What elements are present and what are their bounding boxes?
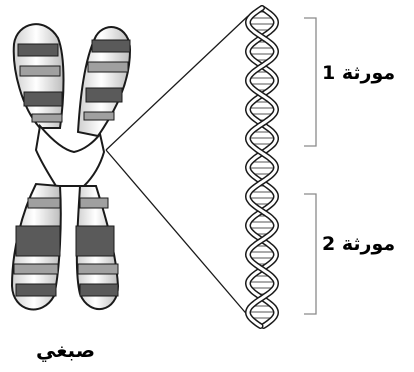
- band: [87, 61, 129, 73]
- band: [75, 225, 115, 257]
- band: [13, 263, 59, 275]
- band: [83, 111, 115, 121]
- band: [85, 87, 123, 103]
- dna-strand-2-highlight: [246, 6, 278, 328]
- zoom-line-bottom: [105, 149, 251, 319]
- chromosome-label: صبغي: [36, 338, 96, 362]
- band: [23, 91, 63, 107]
- gene-brackets: [304, 17, 317, 315]
- band: [77, 263, 119, 275]
- band: [15, 225, 61, 257]
- band: [17, 43, 59, 57]
- dna-double-helix: [244, 5, 280, 329]
- band: [79, 197, 109, 209]
- chromosome-centromere: [34, 123, 106, 187]
- chromosome-arm-upper-right: [76, 26, 132, 138]
- gene-2-label: مورثة 2: [322, 233, 396, 255]
- band: [15, 283, 57, 297]
- band: [91, 39, 131, 53]
- dna-strand-1-highlight: [246, 6, 278, 328]
- band: [79, 283, 119, 297]
- gene-2-bracket: [304, 193, 317, 315]
- gene-1-label: مورثة 1: [322, 62, 396, 84]
- zoom-line-top: [105, 15, 249, 151]
- zoom-lines: [105, 15, 251, 319]
- band: [31, 113, 63, 123]
- band: [19, 65, 61, 77]
- chromosome-bands: [13, 39, 131, 297]
- band: [27, 197, 61, 209]
- gene-1-bracket: [304, 17, 317, 147]
